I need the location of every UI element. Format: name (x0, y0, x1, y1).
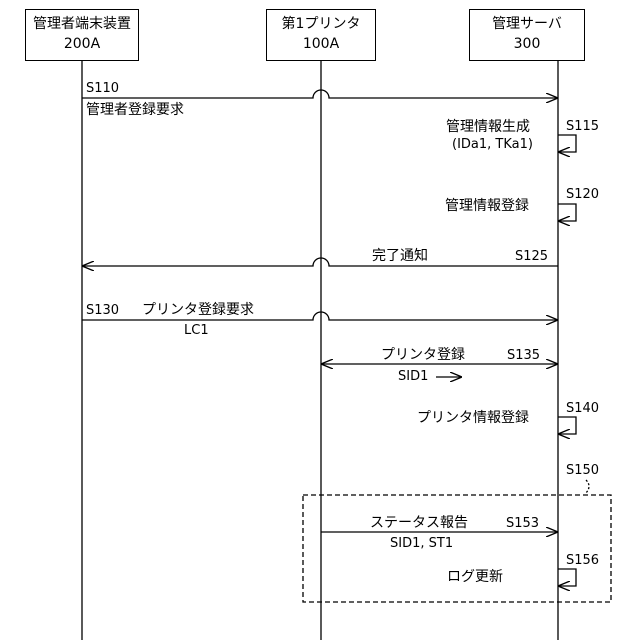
detail-s153: SID1, ST1 (390, 536, 453, 552)
step-s130: S130 (86, 303, 119, 319)
label-s115: 管理情報生成 (446, 119, 530, 135)
label-s140: プリンタ情報登録 (417, 410, 529, 426)
label-s110: 管理者登録要求 (86, 102, 184, 118)
arrow-s110 (82, 90, 557, 98)
label-s130: プリンタ登録要求 (142, 302, 254, 318)
label-s125: 完了通知 (372, 248, 428, 264)
detail-s130: LC1 (184, 323, 209, 339)
step-s156: S156 (566, 553, 599, 569)
step-s135: S135 (507, 348, 540, 364)
self-arrow-s140 (558, 417, 576, 434)
step-s140: S140 (566, 401, 599, 417)
step-s125: S125 (515, 249, 548, 265)
step-s110: S110 (86, 81, 119, 97)
step-s150: S150 (566, 463, 599, 479)
step-s153: S153 (506, 516, 539, 532)
label-s135: プリンタ登録 (381, 347, 465, 363)
self-arrow-s115 (558, 135, 576, 152)
detail-s115: (IDa1, TKa1) (452, 137, 533, 153)
detail-s135: SID1 (398, 369, 428, 385)
label-s156: ログ更新 (447, 569, 503, 585)
label-s120: 管理情報登録 (445, 198, 529, 214)
self-arrow-s156 (558, 569, 576, 586)
label-s153: ステータス報告 (370, 515, 468, 531)
step-s115: S115 (566, 119, 599, 135)
step-s120: S120 (566, 187, 599, 203)
self-arrow-s120 (558, 204, 576, 221)
group-leader-s150 (586, 480, 589, 493)
